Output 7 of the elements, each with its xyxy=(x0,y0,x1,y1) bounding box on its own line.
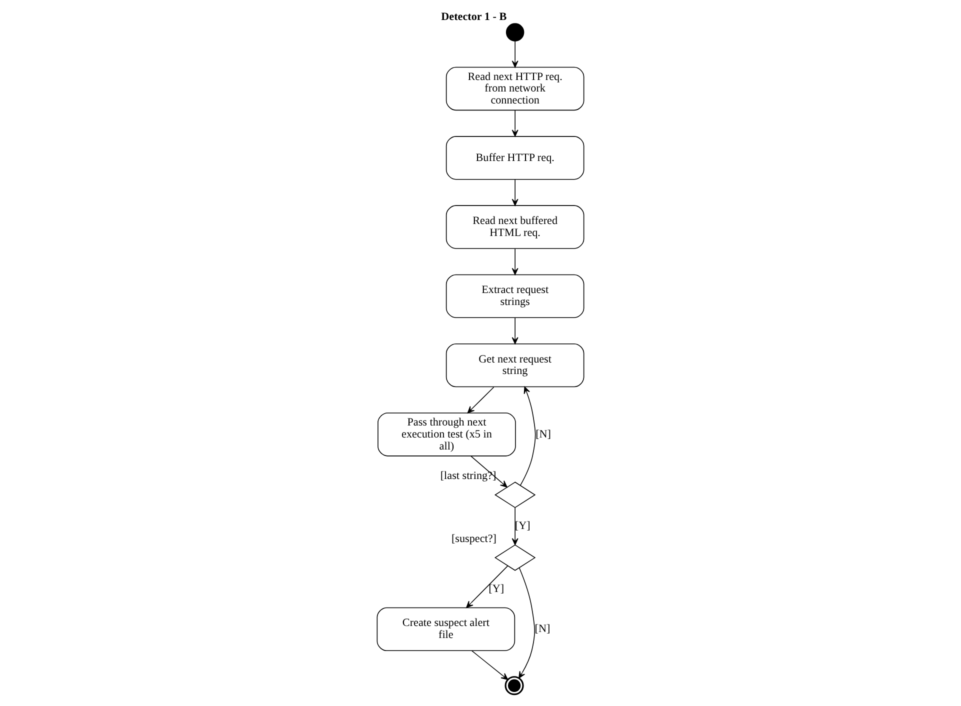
edge-label: [N] xyxy=(534,623,550,636)
edge-label: [N] xyxy=(536,428,551,440)
edge-label: [Y] xyxy=(514,520,530,532)
edge-label: [Y] xyxy=(488,582,504,595)
node-label: Detector 1 - B xyxy=(441,10,507,23)
node-label: [suspect?] xyxy=(451,532,497,545)
node-label: [last string?] xyxy=(440,470,496,482)
